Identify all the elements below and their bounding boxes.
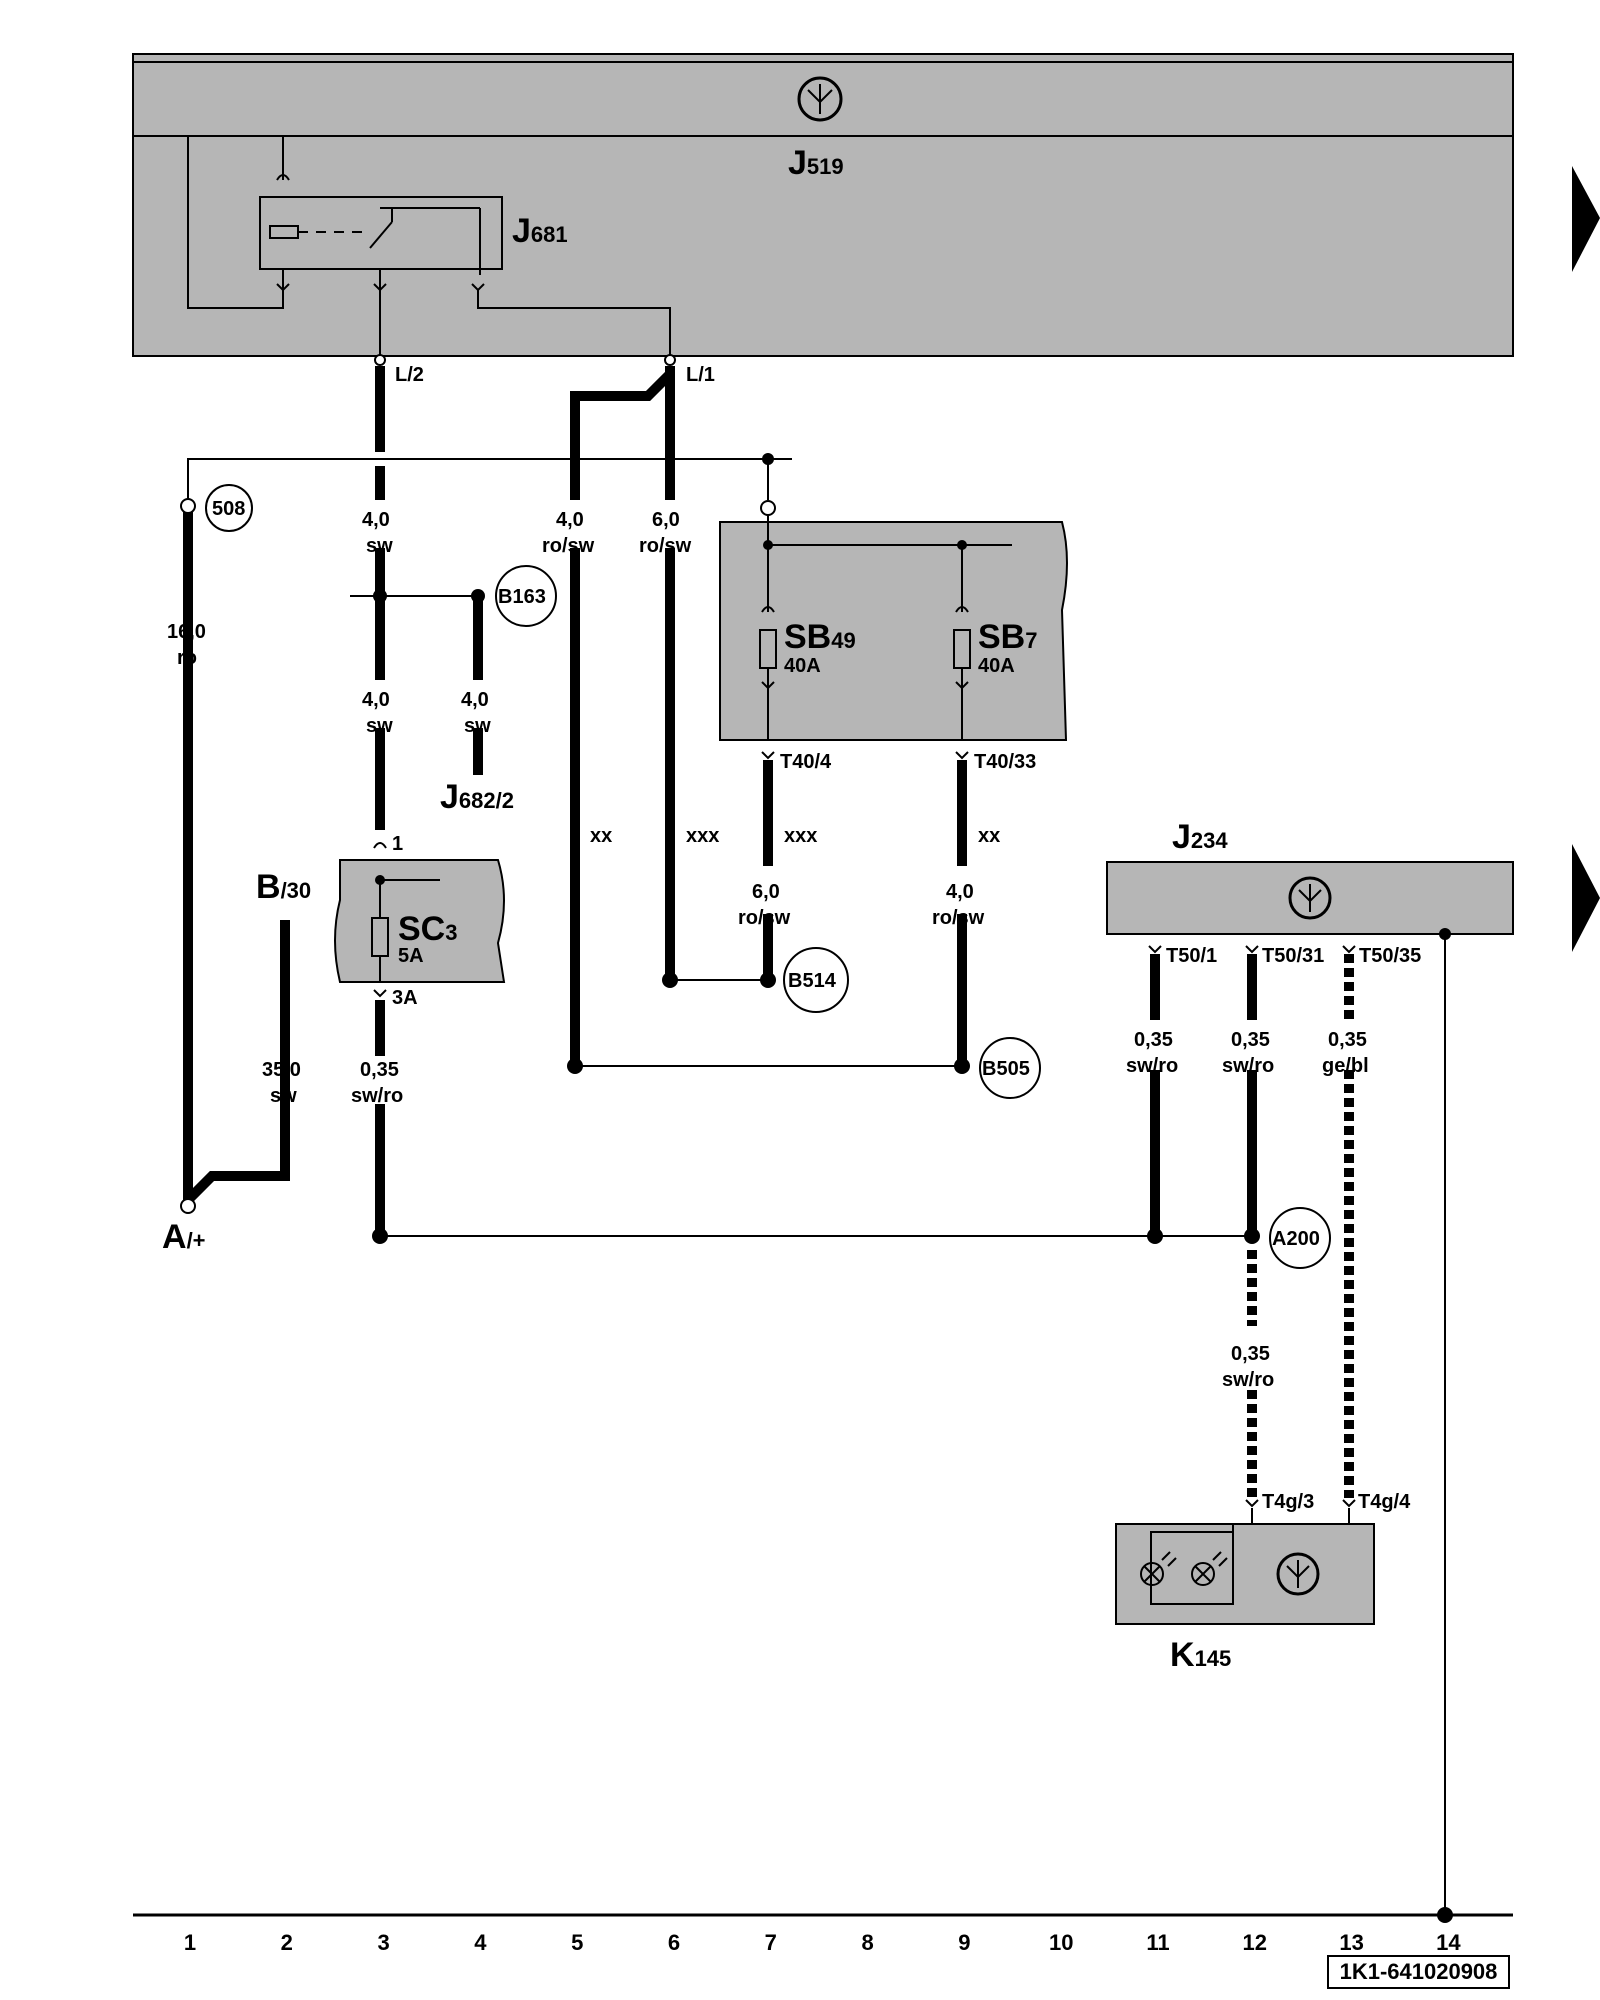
ground-symbol-icon (1288, 876, 1332, 920)
pin-t40-4: T40/4 (780, 751, 832, 773)
wire-4-color: sw (464, 715, 491, 737)
marker-5: xx (590, 825, 612, 847)
pin-l1: L/1 (686, 364, 715, 386)
column-number: 4 (474, 1930, 487, 1955)
wire-7-color: ro/sw (738, 907, 791, 929)
k145-label: K145 (1170, 1636, 1231, 1674)
pin-t50-35: T50/35 (1359, 945, 1421, 967)
wire-12a-size: 0,35 (1231, 1029, 1270, 1051)
sc3-fuse-block (334, 859, 506, 983)
column-number: 9 (958, 1930, 970, 1955)
column-number: 3 (377, 1930, 389, 1955)
component-b-label: B/30 (256, 868, 311, 906)
wire-12b-color: sw/ro (1222, 1369, 1274, 1391)
column-number: 2 (281, 1930, 293, 1955)
wire-6-size: 6,0 (652, 509, 680, 531)
component-a-label: A/+ (162, 1218, 206, 1256)
wire-2-size: 35,0 (262, 1059, 301, 1081)
wire-6-color: ro/sw (639, 535, 692, 557)
wire-2-color: sw (270, 1085, 297, 1107)
wire-13-color: ge/bl (1322, 1055, 1369, 1077)
column-number: 13 (1339, 1930, 1363, 1955)
connector-b514: B514 (788, 970, 837, 992)
lamp-icon (1191, 1551, 1228, 1586)
j682-label: J682/2 (440, 778, 514, 816)
continuation-arrow-icon (1572, 844, 1600, 952)
wire-3b-size: 4,0 (362, 689, 390, 711)
wire-3a-size: 4,0 (362, 509, 390, 531)
k145-warning-lamp (1115, 1523, 1375, 1625)
wire-11-color: sw/ro (1126, 1055, 1178, 1077)
column-number: 1 (184, 1930, 196, 1955)
column-number: 6 (668, 1930, 680, 1955)
wire-1-color: ro (177, 647, 197, 669)
column-number: 10 (1049, 1930, 1073, 1955)
column-number: 12 (1243, 1930, 1267, 1955)
ground-symbol-icon (1276, 1552, 1320, 1596)
pin-sc3-out: 3A (392, 987, 418, 1009)
sb49-rating: 40A (784, 655, 821, 677)
wire-13-size: 0,35 (1328, 1029, 1367, 1051)
wire-9-size: 4,0 (946, 881, 974, 903)
column-number: 8 (861, 1930, 873, 1955)
pin-t50-1: T50/1 (1166, 945, 1217, 967)
sc3-rating: 5A (398, 945, 424, 967)
marker-7: xxx (784, 825, 817, 847)
sb7-label: SB7 (978, 618, 1037, 656)
connector-a200: A200 (1272, 1228, 1320, 1250)
j234-label: J234 (1172, 818, 1228, 856)
sb-fuse-block (719, 521, 1068, 741)
wire-5-color: ro/sw (542, 535, 595, 557)
pin-t50-31: T50/31 (1262, 945, 1324, 967)
wire-5-size: 4,0 (556, 509, 584, 531)
wire-7-size: 6,0 (752, 881, 780, 903)
column-number: 7 (765, 1930, 777, 1955)
relay-switch-icon (369, 221, 393, 249)
sc3-label: SC3 (398, 910, 457, 948)
j519-control-unit (132, 53, 1514, 357)
sb49-label: SB49 (784, 618, 856, 656)
continuation-arrow-icon (1572, 166, 1600, 272)
wire-12b-size: 0,35 (1231, 1343, 1270, 1365)
j681-label: J681 (512, 212, 568, 250)
column-number: 11 (1146, 1930, 1169, 1955)
pin-sc3-in: 1 (392, 833, 403, 855)
j519-label: J519 (788, 144, 844, 182)
wire-3a-color: sw (366, 535, 393, 557)
pin-t40-33: T40/33 (974, 751, 1036, 773)
wire-3b-color: sw (366, 715, 393, 737)
pin-t4g-4: T4g/4 (1358, 1491, 1411, 1513)
connector-b163: B163 (498, 586, 546, 608)
wire-1-size: 16,0 (167, 621, 206, 643)
lamp-icon (1140, 1551, 1177, 1586)
ground-symbol-icon (797, 76, 843, 122)
pin-l2: L/2 (395, 364, 424, 386)
column-number: 5 (571, 1930, 583, 1955)
pin-t4g-3: T4g/3 (1262, 1491, 1314, 1513)
connector-b505: B505 (982, 1058, 1030, 1080)
marker-9: xx (978, 825, 1000, 847)
marker-6: xxx (686, 825, 719, 847)
wire-12a-color: sw/ro (1222, 1055, 1274, 1077)
wire-4-size: 4,0 (461, 689, 489, 711)
j681-relay (259, 196, 503, 270)
sb7-rating: 40A (978, 655, 1015, 677)
wire-11-size: 0,35 (1134, 1029, 1173, 1051)
wire-9-color: ro/sw (932, 907, 985, 929)
wire-3c-size: 0,35 (360, 1059, 399, 1081)
document-id: 1K1-641020908 (1327, 1955, 1510, 1989)
wire-3c-color: sw/ro (351, 1085, 403, 1107)
connector-508: 508 (212, 498, 245, 520)
column-number: 14 (1436, 1930, 1461, 1955)
